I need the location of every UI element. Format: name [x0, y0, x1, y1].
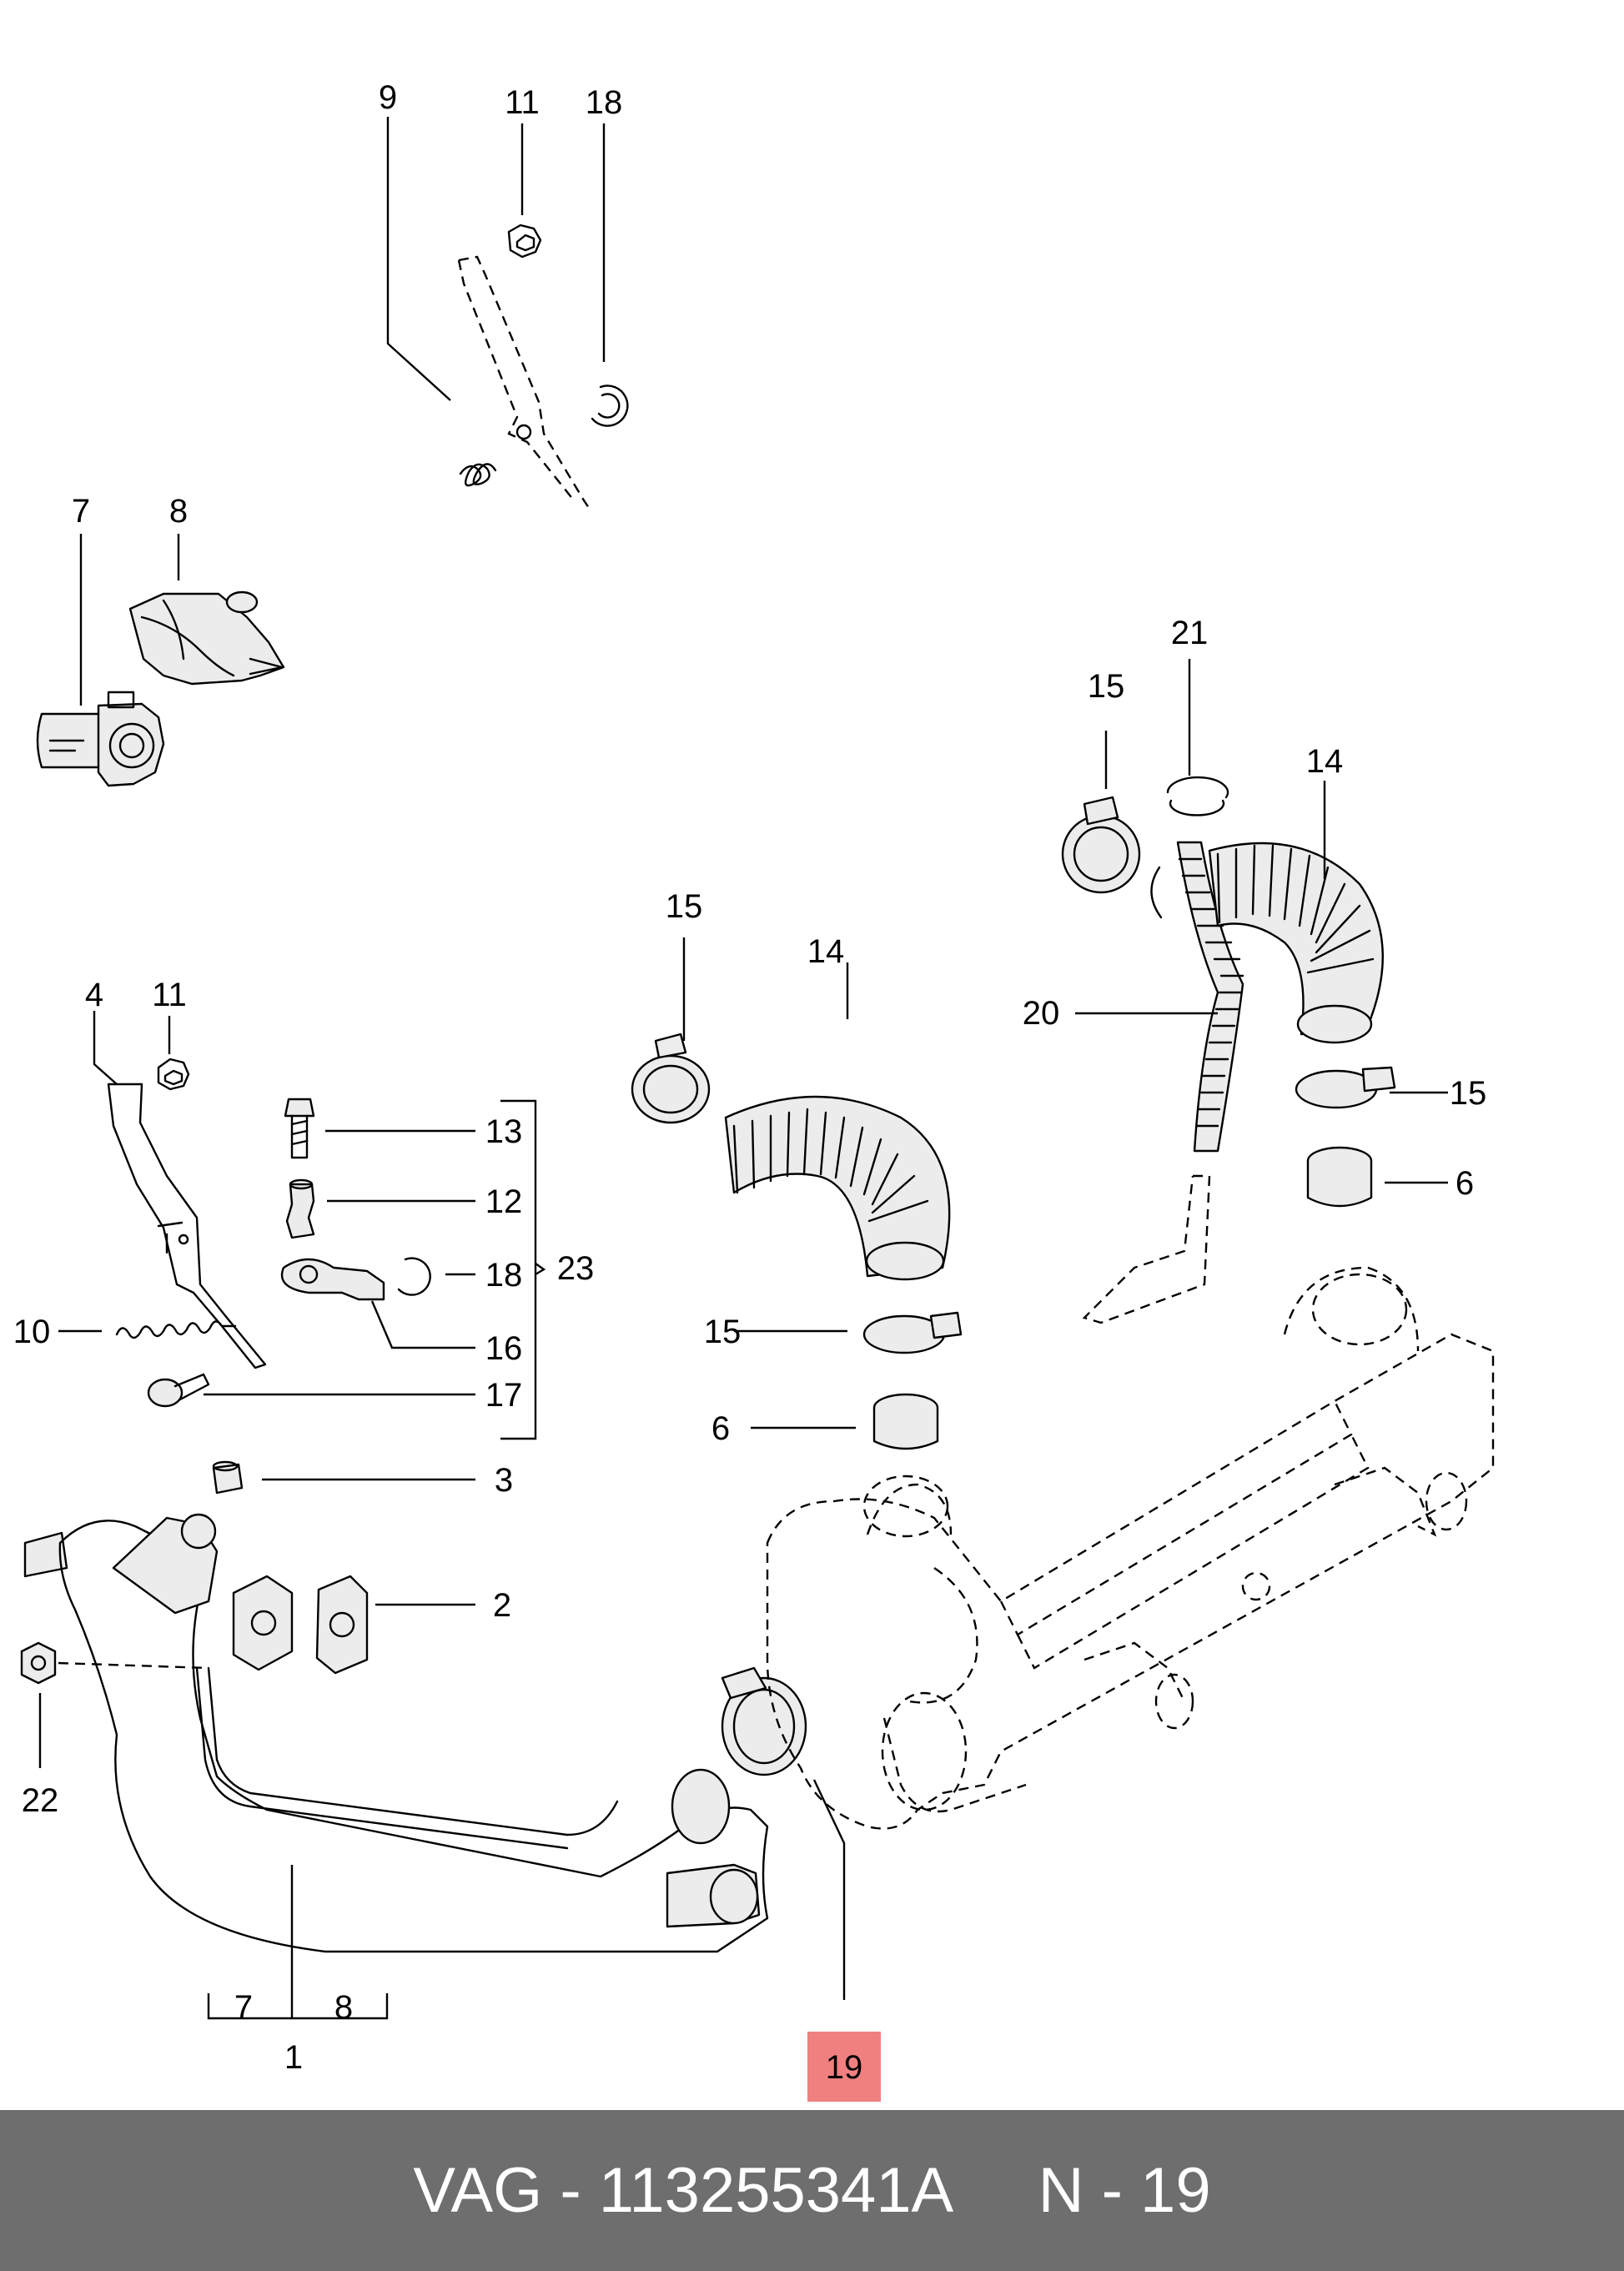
part-16-lever — [280, 1258, 385, 1301]
label-22: 22 — [22, 1782, 59, 1819]
part-15-clamp-right-bottom — [1295, 1066, 1396, 1109]
label-7-top: 7 — [72, 493, 90, 530]
label-11-left: 11 — [152, 977, 187, 1013]
label-15-center-top: 15 — [666, 888, 703, 925]
part-22-nut — [20, 1641, 209, 1685]
part-17-pin — [147, 1373, 210, 1408]
part-13-bolt — [284, 1098, 315, 1159]
footer-bar: VAG - 113255341A N - 19 — [0, 2110, 1624, 2271]
part-6-sleeve-center — [872, 1393, 939, 1450]
label-18-top: 18 — [586, 84, 623, 121]
label-15-right-top: 15 — [1088, 668, 1125, 705]
part-18-clip-top — [591, 384, 629, 427]
label-8-bottom: 8 — [334, 1989, 353, 2026]
part-2-gasket — [315, 1575, 369, 1675]
label-9: 9 — [379, 79, 397, 116]
part-15-clamp-center-top — [631, 1033, 711, 1124]
part-19-clamp — [721, 1666, 807, 1776]
label-8-top: 8 — [169, 493, 188, 530]
leader-lines — [38, 117, 1448, 2020]
label-1: 1 — [284, 2039, 303, 2076]
label-4: 4 — [85, 977, 103, 1013]
part-7-valve-body — [36, 691, 165, 787]
label-6-center: 6 — [711, 1410, 730, 1447]
label-17: 17 — [485, 1377, 523, 1414]
footer-part-number: VAG - 113255341A N - 19 — [413, 2155, 1211, 2226]
part-18-clip-left — [397, 1257, 431, 1296]
part-14-hose-center — [724, 1095, 951, 1281]
label-15-right-bottom: 15 — [1450, 1075, 1487, 1112]
label-23: 23 — [557, 1250, 595, 1287]
part-flange — [232, 1575, 294, 1671]
part-9-bracket — [457, 255, 591, 511]
part-1-heater-pipe — [23, 1513, 769, 1953]
label-18-left: 18 — [485, 1257, 523, 1294]
part-8-valve-housing — [128, 590, 285, 686]
label-7-bottom: 7 — [234, 1989, 253, 2026]
part-6-sleeve-right — [1306, 1146, 1373, 1208]
group-23-bracket — [500, 1099, 546, 1440]
part-19-highlight — [807, 2032, 881, 2102]
label-12: 12 — [485, 1183, 523, 1220]
label-16: 16 — [485, 1330, 523, 1367]
label-13: 13 — [485, 1113, 523, 1150]
part-12-bushing — [285, 1178, 315, 1239]
label-15-center-bottom: 15 — [704, 1314, 742, 1350]
label-6-right: 6 — [1456, 1165, 1474, 1202]
part-11-nut-left — [157, 1058, 190, 1091]
label-20: 20 — [1023, 995, 1060, 1032]
label-14-center: 14 — [807, 933, 845, 970]
part-11-nut-top — [507, 224, 542, 259]
label-11-top: 11 — [505, 84, 540, 121]
part-15-clamp-right-top — [1061, 796, 1141, 894]
part-4-bracket — [107, 1083, 267, 1369]
part-21-clip — [1166, 776, 1229, 816]
label-3: 3 — [495, 1462, 513, 1499]
part-10-spring — [115, 1320, 237, 1339]
part-9-spring — [459, 463, 497, 487]
part-14-hose-right — [1150, 842, 1384, 1044]
label-19: 19 — [826, 2049, 863, 2086]
label-14-right: 14 — [1306, 743, 1344, 780]
label-21: 21 — [1171, 615, 1209, 651]
part-20-hose-thin — [1082, 841, 1244, 1324]
label-10: 10 — [13, 1314, 51, 1350]
label-2: 2 — [493, 1587, 511, 1624]
part-3-bush — [212, 1460, 244, 1495]
part-number-labels: 9 11 18 7 8 21 15 14 15 14 4 11 20 15 13… — [13, 79, 1487, 2086]
heat-exchanger-outline — [766, 1266, 1495, 1830]
part-15-clamp-center-bottom — [862, 1311, 963, 1354]
